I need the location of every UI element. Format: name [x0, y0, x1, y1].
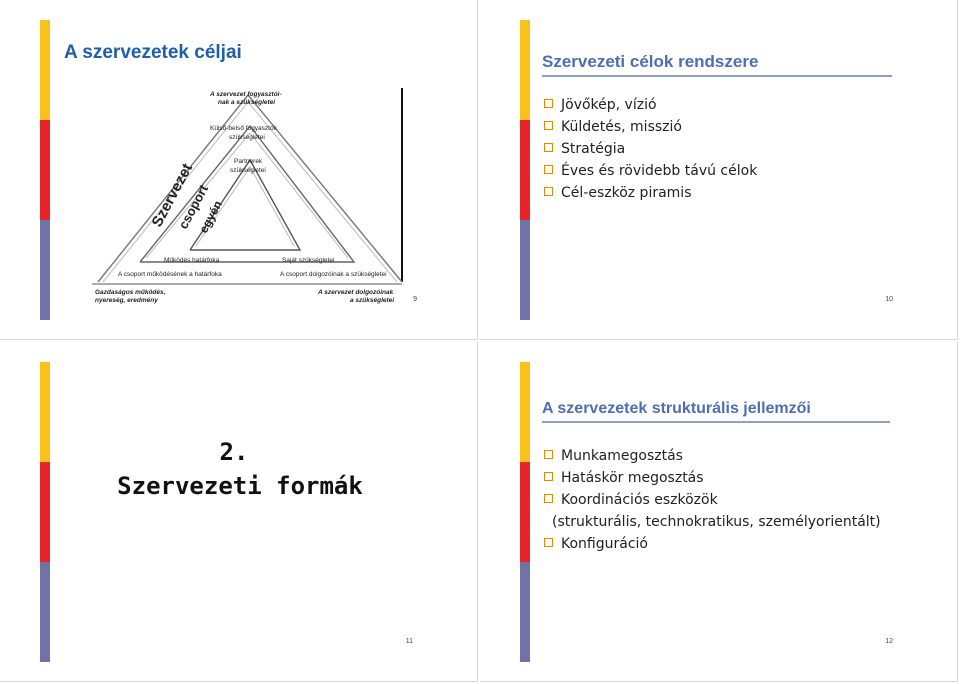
label-inner: Partnerek [234, 158, 263, 165]
square-bullet-icon [544, 472, 553, 481]
slide-title: A szervezetek strukturális jellemzői [542, 400, 890, 423]
label-bottom-inner-left: Működés határfoka [164, 257, 220, 264]
accent-bar [40, 362, 50, 662]
label-inner-2: szükségletei [230, 167, 266, 174]
bullet-item: Konfiguráció [544, 533, 881, 555]
accent-bar [520, 362, 530, 662]
slide-title: A szervezetek céljai [64, 42, 242, 63]
section-title: Szervezeti formák [117, 472, 363, 500]
square-bullet-icon [544, 450, 553, 459]
square-bullet-icon [544, 494, 553, 503]
goal-pyramid-diagram: A szervezet fogyasztói- nak a szükséglet… [92, 88, 403, 304]
square-bullet-icon [544, 99, 553, 108]
label-bottom-outer-left: Gazdaságos működés, [95, 289, 166, 296]
label-bottom-mid-left: A csoport működésének a határfoka [118, 271, 222, 278]
label-mid: Külső-belső fogyasztók [210, 125, 278, 132]
slide-11: 2. Szervezeti formák 11 [0, 342, 478, 682]
bullet-item: Küldetés, misszió [544, 116, 757, 138]
label-top: A szervezet fogyasztói- [209, 91, 282, 98]
square-bullet-icon [544, 121, 553, 130]
page-number: 9 [413, 296, 417, 303]
label-top-2: nak a szükségletei [218, 99, 275, 106]
square-bullet-icon [544, 538, 553, 547]
slide-10: Szervezeti célok rendszere Jövőkép, vízi… [480, 0, 958, 340]
bullet-item: Hatáskör megosztás [544, 467, 881, 489]
page-number: 11 [405, 638, 413, 645]
sub-item: (strukturális, technokratikus, személyor… [552, 514, 881, 530]
slide-12: A szervezetek strukturális jellemzői Mun… [480, 342, 958, 682]
square-bullet-icon [544, 165, 553, 174]
square-bullet-icon [544, 143, 553, 152]
label-bottom-mid-right: A csoport dolgozóinak a szükségletei [280, 271, 387, 278]
bullet-item: Jövőkép, vízió [544, 94, 757, 116]
page-number: 10 [885, 296, 893, 303]
slide-9: A szervezetek céljai A szervezet fogyasz… [0, 0, 478, 340]
bullet-item: Stratégia [544, 138, 757, 160]
label-mid-2: szükségletei [229, 134, 265, 141]
accent-bar [520, 20, 530, 320]
bullet-item: Éves és rövidebb távú célok [544, 160, 757, 182]
label-bottom-outer-left-2: nyereség, eredmény [95, 297, 158, 304]
square-bullet-icon [544, 187, 553, 196]
page-number: 12 [885, 638, 893, 645]
label-bottom-inner-right: Saját szükségletei [282, 257, 334, 264]
bullet-item: Munkamegosztás [544, 445, 881, 467]
bullet-item: Koordinációs eszközök [544, 489, 881, 511]
section-number: 2. [219, 438, 249, 466]
bullet-list: Jövőkép, vízió Küldetés, misszió Stratég… [544, 94, 757, 204]
bullet-list: Munkamegosztás Hatáskör megosztás Koordi… [544, 445, 881, 555]
accent-bar [40, 20, 50, 320]
label-bottom-outer-right: A szervezet dolgozóinak [317, 289, 394, 296]
label-bottom-outer-right-2: a szükségletei [350, 297, 394, 304]
slide-title: Szervezeti célok rendszere [542, 52, 892, 77]
bullet-item: Cél-eszköz piramis [544, 182, 757, 204]
